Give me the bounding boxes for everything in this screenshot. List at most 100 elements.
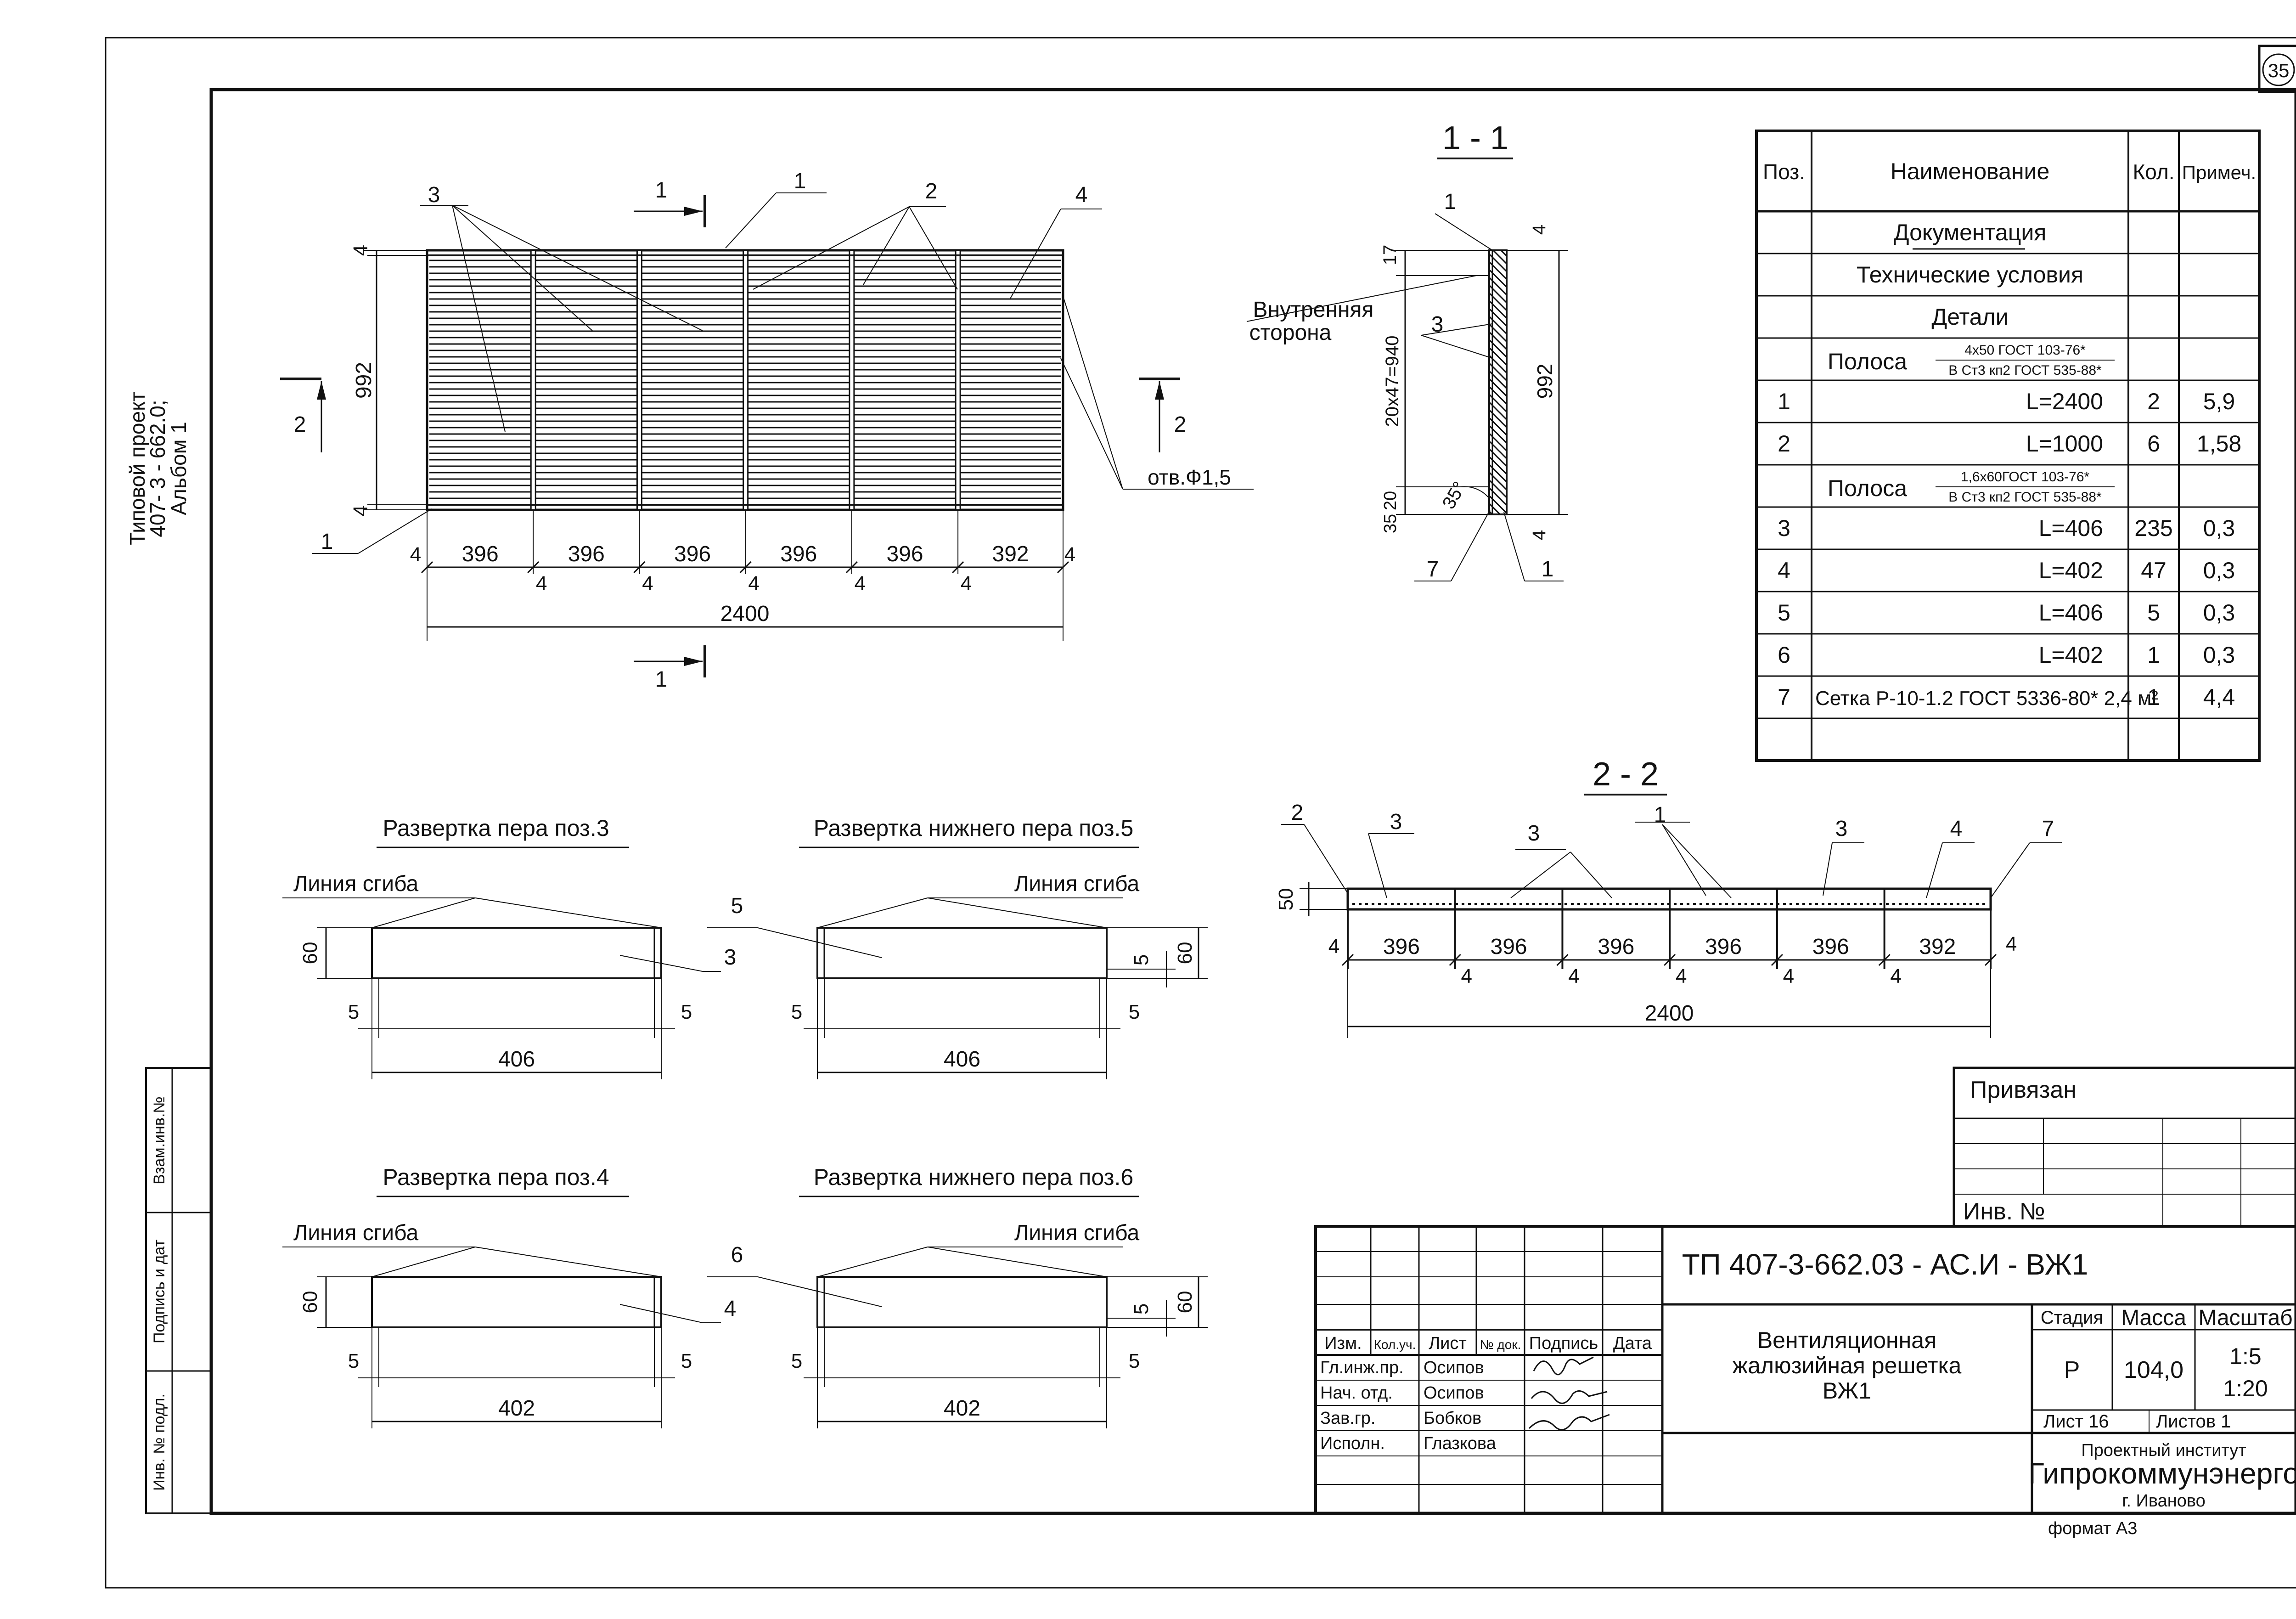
privyazan-block: Привязан Инв. № — [1953, 1066, 2296, 1228]
dim-1-1-right-bottom: 4 — [1529, 530, 1549, 540]
grille-post — [530, 249, 536, 511]
tb-mass: 104,0 — [2124, 1357, 2183, 1383]
dim-total-width: 2400 — [720, 602, 770, 626]
stamp-replace-inv: Взам.инв.№ — [151, 1096, 168, 1185]
unfold-4-height: 60 — [299, 1291, 321, 1314]
dim-tick — [527, 561, 540, 574]
dim-1-1-angle: 35° — [1439, 478, 1470, 512]
unfold-3-bend: Линия сгиба — [293, 872, 419, 896]
spec-table-frame — [1755, 130, 2261, 762]
unfold-3-end-a: 5 — [348, 1001, 359, 1023]
dim-tick — [633, 561, 646, 574]
unfold-5-small: 5 — [1130, 954, 1153, 965]
s22-callout-4: 4 — [1950, 817, 1963, 841]
unfold-3-height: 60 — [299, 942, 321, 965]
unfold-5-title: Развертка нижнего пера поз.5 — [814, 815, 1134, 841]
hole-label: отв.Ф1,5 — [1148, 465, 1231, 489]
spec-cell-grade: В Ст3 кп2 ГОСТ 535-88* — [1948, 363, 2102, 378]
spec-cell-name: L=406 — [2039, 515, 2103, 541]
main-callout-2: 2 — [925, 179, 938, 203]
spec-cell-qty: 1 — [2147, 684, 2160, 710]
s22-callout-3-c: 3 — [1835, 817, 1848, 841]
tb-stage: Р — [2064, 1357, 2080, 1383]
s22-dim-spacing: 396 — [1491, 935, 1527, 959]
tb-signer-role: Исполн. — [1320, 1434, 1385, 1453]
dim-post-width: 4 — [642, 572, 653, 595]
inner-frame — [209, 88, 2296, 1515]
unfold-4-bend: Линия сгиба — [293, 1221, 419, 1245]
tb-city: г. Иваново — [2122, 1491, 2206, 1511]
unfold-6-height: 60 — [1174, 1291, 1196, 1314]
tb-name-3: ВЖ1 — [1823, 1378, 1871, 1404]
s11-callout-3: 3 — [1431, 312, 1444, 337]
dim-top-strip: 4 — [349, 245, 372, 256]
tb-sheets: Листов 1 — [2156, 1411, 2231, 1432]
page-number-box — [2258, 45, 2296, 93]
s22-dim-edge-left: 4 — [1328, 935, 1339, 958]
title-block: ТП 407-3-662.03 - АС.И - ВЖ1 Вентиляцион… — [1314, 1225, 2296, 1515]
dim-tick — [1771, 953, 1783, 966]
unfold-4-callout: 4 — [724, 1297, 737, 1321]
spec-header-qty: Кол. — [2133, 160, 2175, 184]
tb-col-header: Дата — [1613, 1334, 1652, 1353]
unfold-3-callout: 3 — [724, 945, 737, 970]
tb-signer-name: Бобков — [1424, 1409, 1481, 1428]
tb-code: ТП 407-3-662.03 - АС.И - ВЖ1 — [1682, 1248, 2088, 1281]
unfold-4-title: Развертка пера поз.4 — [383, 1164, 609, 1190]
side-title: Типовой проект 407- 3 - 662.0; Альбом 1 — [125, 392, 191, 545]
dim-edge-right: 4 — [1064, 543, 1075, 566]
dim-tick — [845, 561, 858, 574]
spec-cell-name: Технические условия — [1857, 262, 2083, 288]
unfold-6-end-a: 5 — [791, 1350, 802, 1372]
s22-dim-spacing: 396 — [1812, 935, 1849, 959]
tb-name-1: Вентиляционная — [1757, 1327, 1936, 1353]
unfold-6-end-b: 5 — [1129, 1350, 1140, 1372]
spec-cell-name: Детали — [1931, 304, 2008, 330]
dim-spacing: 396 — [568, 542, 605, 566]
dim-spacing: 396 — [886, 542, 923, 566]
unfold-3-end-b: 5 — [681, 1001, 692, 1023]
main-callout-1-bottom: 1 — [321, 530, 333, 554]
s22-dim-post-width: 4 — [1461, 965, 1472, 987]
s22-dim-post-width: 4 — [1890, 965, 1901, 987]
dim-1-1-pitch: 20х47=940 — [1382, 335, 1402, 427]
dim-tick — [739, 561, 752, 574]
unfold-6-bend: Линия сгиба — [1014, 1221, 1140, 1245]
dim-tick — [1449, 953, 1461, 966]
spec-header-pos: Поз. — [1763, 160, 1805, 184]
spec-cell-name: Полоса — [1828, 349, 1907, 374]
spec-cell-name: L=402 — [2039, 558, 2103, 583]
grille-post — [849, 249, 855, 511]
side-title-line-2: 407- 3 - 662.0; — [146, 400, 169, 537]
dim-spacing: 392 — [992, 542, 1029, 566]
section-1-bottom-label: 1 — [655, 667, 668, 692]
unfold-6-length: 402 — [944, 1396, 980, 1421]
inner-side-line-2: сторона — [1249, 321, 1332, 345]
s22-callout-2: 2 — [1291, 801, 1304, 825]
unfold-6-title: Развертка нижнего пера поз.6 — [814, 1164, 1134, 1190]
side-stamp: Взам.инв.№ Подпись и дат Инв. № подл. — [145, 1067, 212, 1514]
spec-cell-pos: 3 — [1778, 515, 1790, 541]
stamp-inv-no: Инв. № подл. — [151, 1393, 168, 1491]
dim-post-width: 4 — [855, 572, 866, 595]
tb-signer-role: Нач. отд. — [1320, 1383, 1393, 1403]
dim-post-width: 4 — [748, 572, 759, 595]
section-1-top-label: 1 — [655, 178, 668, 203]
format-label: формат А3 — [2048, 1519, 2137, 1538]
s22-dim-spacing: 396 — [1383, 935, 1420, 959]
spec-cell-pos: 7 — [1778, 684, 1790, 710]
tb-institute-line: Проектный институт — [2081, 1441, 2246, 1460]
tb-scale-2: 1:20 — [2223, 1376, 2268, 1401]
spec-cell-name: L=406 — [2039, 600, 2103, 626]
unfold-3-length: 406 — [498, 1047, 535, 1072]
dim-spacing: 396 — [462, 542, 499, 566]
section-2-2-title: 2 - 2 — [1593, 756, 1659, 793]
s22-dim-post-width: 4 — [1568, 965, 1579, 987]
tb-col-header: Лист — [1429, 1334, 1467, 1353]
tb-signer-name: Глазкова — [1424, 1434, 1497, 1453]
dim-post-width: 4 — [961, 572, 972, 595]
